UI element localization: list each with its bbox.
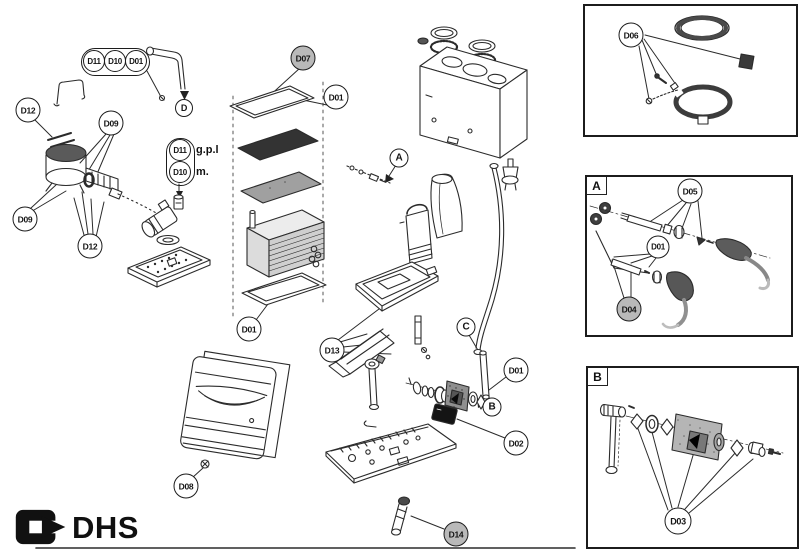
callout-d01-top: D01 [125,50,147,72]
vent-pipe [145,46,186,90]
callout-d-marker: D [175,99,193,117]
callout-d05: D05 [677,178,703,204]
front-panel [180,350,291,460]
callout-d04: D04 [616,296,642,322]
callout-d01-valve: D01 [503,357,529,383]
base-plate [325,315,457,484]
inset-gasket-parts [645,15,755,125]
drip-tray [355,261,439,312]
callout-d02: D02 [503,430,529,456]
inset-box-detail-b [586,366,799,549]
callout-d06: D06 [618,22,644,48]
dhs-logo-text: DHS [72,509,139,545]
wire-bracket [53,79,86,107]
callout-d12-upper: D12 [15,97,41,123]
small-screw [158,94,166,102]
dhs-logo-arrow-icon [15,509,68,545]
callout-d14: D14 [443,521,469,547]
inset-box-gaskets [583,4,798,137]
drain-pipe [390,496,411,536]
callout-d13: D13 [319,337,345,363]
inset-a-parts [589,201,771,329]
dhs-logo: DHS [14,509,139,545]
callout-d03: D03 [664,507,692,535]
burner-assembly [45,143,167,220]
callout-d12-lower: D12 [77,233,103,259]
methane-note: m. [196,166,209,178]
callout-d09-upper: D09 [98,110,124,136]
callout-d10-top: D10 [104,50,126,72]
inset-b-title: B [588,368,608,386]
callout-d01-bottom-panel: D01 [236,316,262,342]
callout-d09-lower: D09 [12,206,38,232]
callout-d08: D08 [173,473,199,499]
inset-a-title: A [587,177,607,195]
gas-valve-parts [405,377,497,412]
gas-cock [141,199,180,246]
burner-tray [127,246,211,288]
callout-group-fuel [166,138,195,186]
inset-b-parts [599,403,784,475]
collector-funnel [328,328,395,378]
injector [173,194,184,210]
flue-ducts [399,173,463,265]
casing-box [419,46,528,159]
callout-b-marker: B [482,397,502,417]
panel-stack [229,81,327,317]
callout-d11-lpg: D11 [169,139,191,161]
callout-a-marker: A [389,148,409,168]
callout-c-marker: C [456,317,476,337]
callout-d01-inset-a: D01 [646,235,670,259]
control-knob [431,403,458,425]
callout-d07: D07 [290,45,316,71]
callout-d10-methane: D10 [169,161,191,183]
heat-exchanger [246,209,325,278]
pilot-parts [346,165,391,184]
callout-d11-top: D11 [83,50,105,72]
inset-box-detail-a [585,175,793,337]
support-pipe [363,354,386,428]
panel-screw [200,459,210,469]
lpg-note: g.p.l [196,144,219,156]
safety-thermostat [501,158,519,191]
callout-group-top [81,48,150,76]
gas-pipe [473,162,505,400]
callout-d01-panel: D01 [323,84,349,110]
